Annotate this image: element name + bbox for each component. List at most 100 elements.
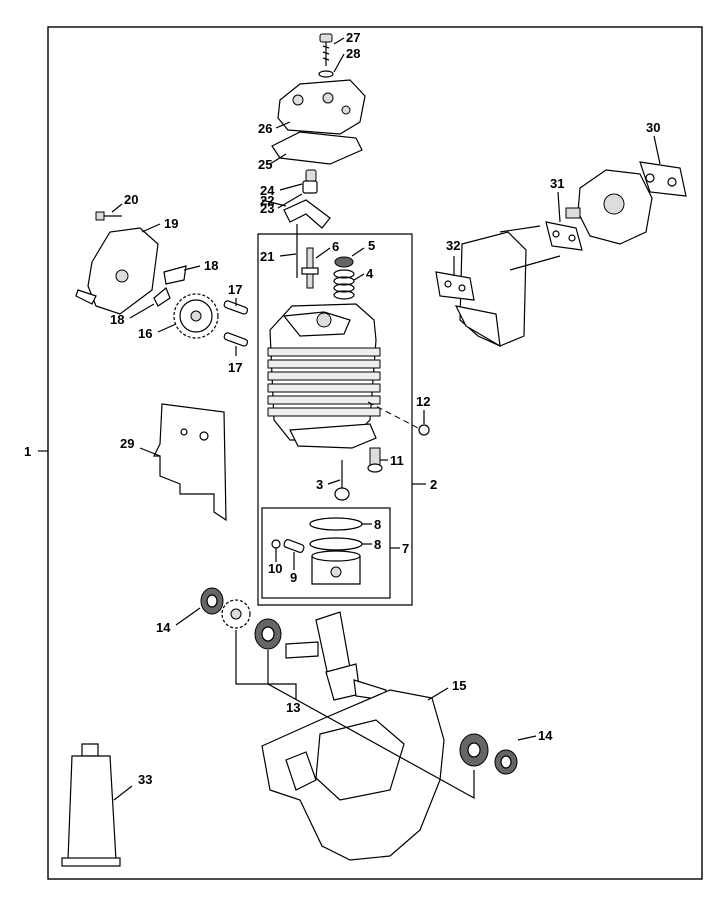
leader-19 (141, 223, 161, 233)
tube-part-33 (61, 743, 121, 867)
callout-6: 6 (332, 239, 339, 254)
circlip-part-10 (271, 539, 281, 549)
callout-17a: 17 (228, 282, 242, 297)
shield-hole-b (199, 431, 209, 441)
crankcase-part-15 (261, 689, 445, 861)
callout-30: 30 (646, 120, 660, 135)
leader-15 (427, 687, 449, 701)
callout-3: 3 (316, 477, 323, 492)
leader-21 (279, 253, 297, 257)
leader-29 (139, 447, 161, 457)
callout-18a: 18 (204, 258, 218, 273)
callout-14b: 14 (538, 728, 553, 743)
crankshaft-part-13 (285, 611, 387, 701)
leader-20 (111, 203, 123, 213)
leader-28 (333, 53, 345, 73)
bracket-piston-assembly (261, 507, 391, 599)
valve-part-3 (334, 460, 350, 501)
gear-part-16 (173, 293, 219, 339)
piston-pin-part-9 (283, 539, 305, 553)
shroud-part-26 (277, 79, 366, 135)
bearing-part-13-left (254, 618, 282, 650)
cover-part-19 (75, 227, 159, 315)
callout-14a: 14 (156, 620, 171, 635)
callout-8b: 8 (374, 537, 381, 552)
leader-27 (333, 37, 345, 45)
leader-18a (183, 265, 201, 271)
leader-24 (279, 183, 303, 191)
callout-19: 19 (164, 216, 178, 231)
callout-5: 5 (368, 238, 375, 253)
leader-6 (315, 247, 331, 259)
callout-8a: 8 (374, 517, 381, 532)
pin-part-17a (223, 300, 249, 315)
callout-12: 12 (416, 394, 430, 409)
leader-13 (235, 630, 297, 700)
flange-manifold (454, 225, 561, 348)
piston-part-7 (311, 550, 361, 585)
spring-part-4 (333, 269, 355, 300)
callout-28: 28 (346, 46, 360, 61)
bearing-part-14a (200, 587, 224, 615)
screw-part-27 (319, 33, 333, 66)
leader-5 (351, 247, 365, 257)
gasket-part-25 (271, 131, 363, 165)
carburettor (565, 169, 653, 245)
callout-27: 27 (346, 30, 360, 45)
callout-24: 24 (260, 183, 275, 198)
gasket-part-32 (435, 271, 475, 301)
callout-2: 2 (430, 477, 437, 492)
cylinder-part-2 (267, 303, 381, 449)
leader-3 (327, 479, 341, 485)
leader-23 (277, 193, 303, 209)
leader-16 (157, 323, 177, 333)
callout-10: 10 (268, 561, 282, 576)
leader-30 (653, 135, 661, 165)
leader-14a (175, 607, 201, 626)
callout-26: 26 (258, 121, 272, 136)
shield-hole-a (180, 428, 188, 436)
bracket-cylinder-assembly (257, 233, 413, 606)
gasket-part-31 (545, 221, 583, 251)
callout-25: 25 (258, 157, 272, 172)
seal-part-14b (494, 749, 518, 775)
bushing-part-24 (302, 169, 318, 194)
callout-23: 23 (260, 201, 274, 216)
washer-part-12 (418, 424, 430, 436)
callout-13: 13 (286, 700, 300, 715)
retainer-part-5 (334, 256, 354, 268)
valve-guide-part-6 (301, 247, 319, 289)
callout-9: 9 (290, 570, 297, 585)
callout-11: 11 (390, 453, 404, 468)
leader-4 (353, 273, 365, 281)
callout-16: 16 (138, 326, 152, 341)
callout-22: 22 (260, 193, 274, 208)
callout-18b: 18 (110, 312, 124, 327)
callout-21: 21 (260, 249, 274, 264)
callout-17b: 17 (228, 360, 242, 375)
pin-part-17b (223, 332, 249, 347)
callout-1: 1 (24, 444, 31, 459)
leader-26 (275, 121, 291, 129)
clamp-part-18 (153, 265, 187, 307)
leader-33 (113, 785, 133, 801)
washer-part-28 (318, 70, 334, 78)
piston-ring-part-8b (309, 537, 363, 551)
callout-4: 4 (366, 266, 374, 281)
bearing-part-13-right (459, 733, 489, 767)
leader-31 (557, 191, 561, 223)
callout-33: 33 (138, 772, 152, 787)
callout-7: 7 (402, 541, 409, 556)
piston-ring-part-8a (309, 517, 363, 531)
leader-13b (267, 650, 475, 800)
assembly-frame (47, 26, 703, 880)
callout-15: 15 (452, 678, 466, 693)
screw-part-20 (95, 211, 122, 221)
screw-part-11 (367, 447, 383, 473)
callout-20: 20 (124, 192, 138, 207)
gasket-part-30 (639, 161, 687, 197)
shield-part-29 (153, 403, 227, 522)
callout-29: 29 (120, 436, 134, 451)
callout-32: 32 (446, 238, 460, 253)
